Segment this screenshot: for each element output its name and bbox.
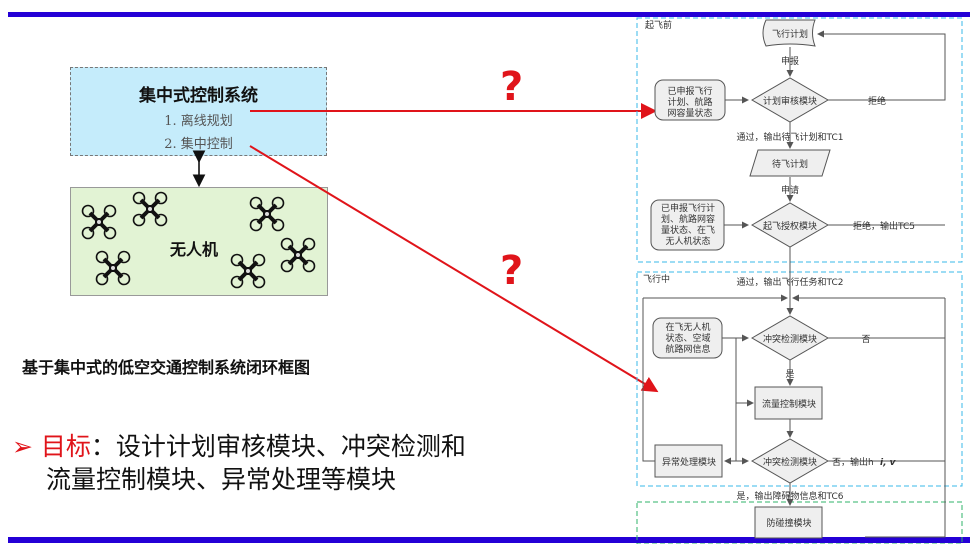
reject-tc5-label: 拒绝，输出TC5	[853, 220, 915, 232]
top-rule	[8, 12, 970, 17]
takeoff-auth-node: 起飞授权模块	[763, 220, 817, 232]
no-output-math: i, v	[880, 458, 897, 468]
db1-line: 计划、航路	[667, 96, 712, 108]
uav-label: 无人机	[170, 240, 219, 259]
goal-text-1: ：设计计划审核模块、冲突检测和	[90, 432, 466, 461]
plan-review-diamond	[751, 77, 829, 123]
goal-text-2: 流量控制模块、异常处理等模块	[46, 465, 397, 494]
no-output-label: 否，输出h	[832, 456, 874, 468]
pending-plan-parallelogram	[749, 149, 831, 177]
goal-bullet: ➢ 目标：设计计划审核模块、冲突检测和 流量控制模块、异常处理等模块	[12, 430, 466, 496]
exception-rect	[654, 444, 723, 478]
yes-tc6-label: 是，输出障碍物信息和TC6	[737, 490, 844, 502]
db1-line: 已申报飞行	[667, 85, 712, 97]
exception-node: 异常处理模块	[662, 456, 716, 468]
diagram-caption: 基于集中式的低空交通控制系统闭环框图	[22, 358, 311, 377]
flight-plan-node: 飞行计划	[772, 28, 808, 40]
bullet-arrow-icon: ➢	[12, 432, 33, 461]
plan-review-node: 计划审核模块	[763, 95, 817, 107]
takeoff-auth-diamond	[751, 202, 829, 248]
goal-label: 目标	[40, 432, 91, 461]
conflict-detect2-node: 冲突检测模块	[763, 456, 817, 468]
red-arrow-central	[249, 145, 659, 393]
pass-tc1-label: 通过，输出待飞计划和TC1	[737, 131, 844, 143]
db2-line: 量状态、在飞	[661, 224, 715, 236]
db3-line: 航路网信息	[665, 343, 710, 355]
collision-avoid-zone	[636, 501, 963, 544]
uav-box	[70, 187, 328, 296]
reject-label: 拒绝	[868, 95, 886, 107]
apply-label: 申请	[781, 184, 799, 196]
flow-control-node: 流量控制模块	[762, 398, 816, 410]
db1-line: 网容量状态	[667, 107, 712, 119]
flow-control-rect	[754, 386, 823, 420]
control-item-offline-planning: 1. 离线规划	[164, 114, 233, 129]
conflict-detect-diamond	[751, 315, 829, 361]
flight-plan-doc-shape	[762, 19, 816, 47]
declare-label: 申报	[781, 55, 799, 67]
collision-avoid-rect	[754, 506, 823, 539]
db3-cylinder	[652, 317, 723, 359]
phase-pre-takeoff-box	[636, 17, 963, 263]
bottom-rule	[8, 537, 970, 543]
question-mark-icon: ?	[500, 64, 524, 110]
control-system-title: 集中式控制系统	[139, 86, 258, 106]
control-item-central-control: 2. 集中控制	[164, 137, 233, 152]
conflict-detect-node: 冲突检测模块	[763, 333, 817, 345]
db2-line: 无人机状态	[665, 235, 710, 247]
db3-line: 在飞无人机	[665, 321, 710, 333]
collision-avoid-node: 防碰撞模块	[766, 517, 811, 529]
phase-in-label: 飞行中	[643, 273, 670, 285]
conflict-detect2-diamond	[751, 438, 829, 484]
db2-line: 划、航路网容	[661, 213, 715, 225]
phase-pre-label: 起飞前	[645, 19, 672, 31]
db3-line: 状态、空域	[665, 332, 710, 344]
pass-tc2-label: 通过，输出飞行任务和TC2	[737, 276, 844, 288]
yes-label: 是	[785, 369, 794, 380]
pending-plan-node: 待飞计划	[772, 158, 808, 170]
db1-cylinder	[654, 79, 726, 121]
question-mark-icon: ?	[500, 248, 524, 294]
no-label: 否	[861, 334, 870, 345]
db2-cylinder	[650, 199, 725, 251]
phase-in-flight-box	[636, 271, 963, 487]
db2-line: 已申报飞行计	[661, 202, 715, 214]
